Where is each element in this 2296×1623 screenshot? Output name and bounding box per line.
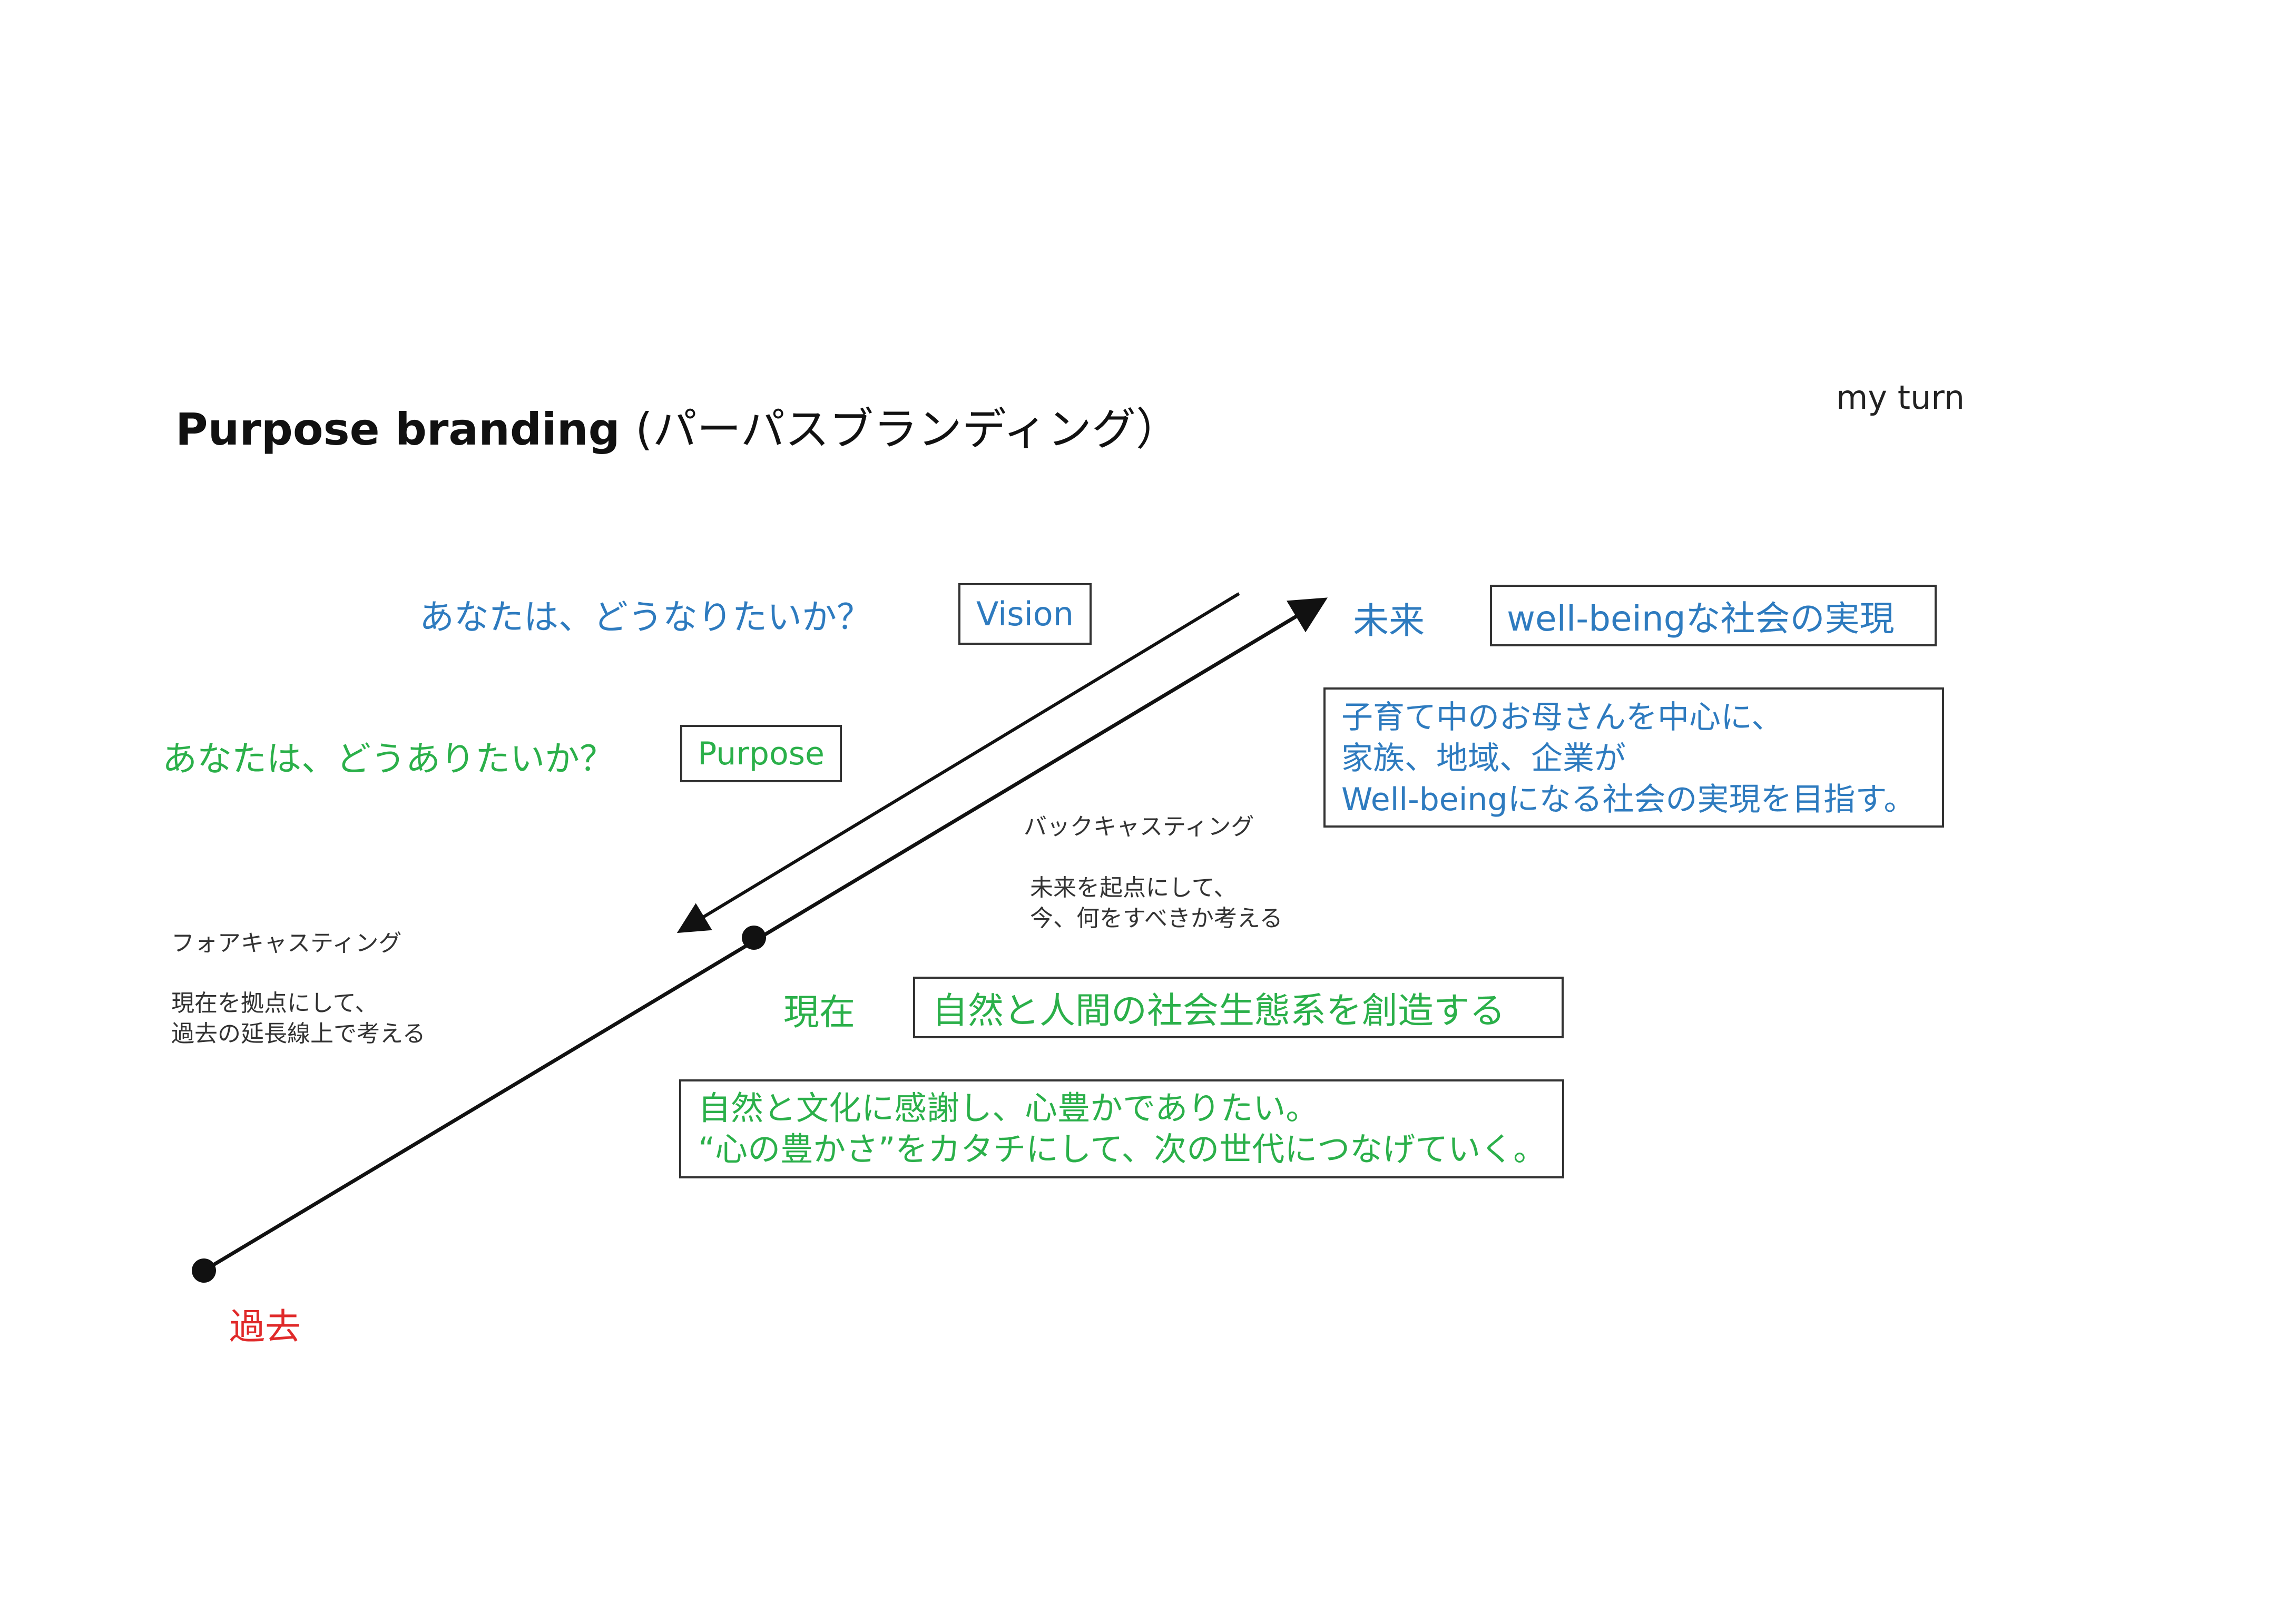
title-main: Purpose branding bbox=[175, 404, 620, 455]
backcasting-title-text: バックキャスティング bbox=[1024, 813, 1254, 840]
future-label: 未来 bbox=[1353, 601, 1425, 642]
present-description-line: “心の豊かさ”をカタチにして、次の世代につなげていく。 bbox=[698, 1130, 1546, 1168]
backcasting-arrow bbox=[676, 593, 1239, 933]
present-description-line: 自然と文化に感謝し、心豊かでありたい。 bbox=[698, 1089, 1319, 1127]
page-title: Purpose branding (パーパスブランディング） bbox=[175, 394, 1180, 458]
future-description-line: 子育て中のお母さんを中心に、 bbox=[1341, 699, 1783, 736]
forecasting-title: フォアキャスティング bbox=[171, 928, 401, 959]
forecasting-title-text: フォアキャスティング bbox=[171, 930, 402, 957]
vision-label: Vision bbox=[976, 595, 1074, 633]
present-goal-box: 自然と人間の社会生態系を創造する bbox=[913, 977, 1564, 1038]
my-turn-label: my turn bbox=[1836, 378, 1965, 417]
future-description-line: Well-beingになる社会の実現を目指す。 bbox=[1341, 781, 1916, 818]
future-description-line: 家族、地域、企業が bbox=[1341, 740, 1626, 777]
present-dot bbox=[742, 926, 766, 950]
backcasting-note: 未来を起点にして、 今、何をすべきか考える bbox=[1030, 873, 1283, 934]
purpose-question: あなたは、どうありたいか？ bbox=[162, 739, 614, 779]
past-dot bbox=[192, 1258, 216, 1283]
title-sub: (パーパスブランディング） bbox=[635, 404, 1181, 455]
backcasting-title: バックキャスティング bbox=[1024, 812, 1254, 842]
backcasting-note-line: 今、何をすべきか考える bbox=[1030, 905, 1283, 932]
purpose-box: Purpose bbox=[680, 725, 842, 782]
forecasting-note-line: 現在を拠点にして、 bbox=[171, 990, 378, 1017]
vision-question: あなたは、どうなりたいか？ bbox=[419, 597, 871, 637]
past-label: 過去 bbox=[229, 1306, 301, 1348]
backcasting-note-line: 未来を起点にして、 bbox=[1030, 874, 1237, 901]
future-goal-box: well-beingな社会の実現 bbox=[1490, 585, 1937, 646]
forecasting-note: 現在を拠点にして、 過去の延長線上で考える bbox=[171, 988, 426, 1049]
present-goal-text: 自然と人間の社会生態系を創造する bbox=[932, 990, 1506, 1032]
present-description-box: 自然と文化に感謝し、心豊かでありたい。 “心の豊かさ”をカタチにして、次の世代に… bbox=[679, 1079, 1564, 1178]
vision-box: Vision bbox=[958, 583, 1092, 645]
purpose-label: Purpose bbox=[698, 735, 825, 772]
present-label: 現在 bbox=[783, 992, 856, 1034]
future-description-box: 子育て中のお母さんを中心に、 家族、地域、企業が Well-beingになる社会… bbox=[1323, 687, 1944, 828]
future-goal-text: well-beingな社会の実現 bbox=[1507, 598, 1895, 639]
forecasting-note-line: 過去の延長線上で考える bbox=[171, 1020, 426, 1047]
